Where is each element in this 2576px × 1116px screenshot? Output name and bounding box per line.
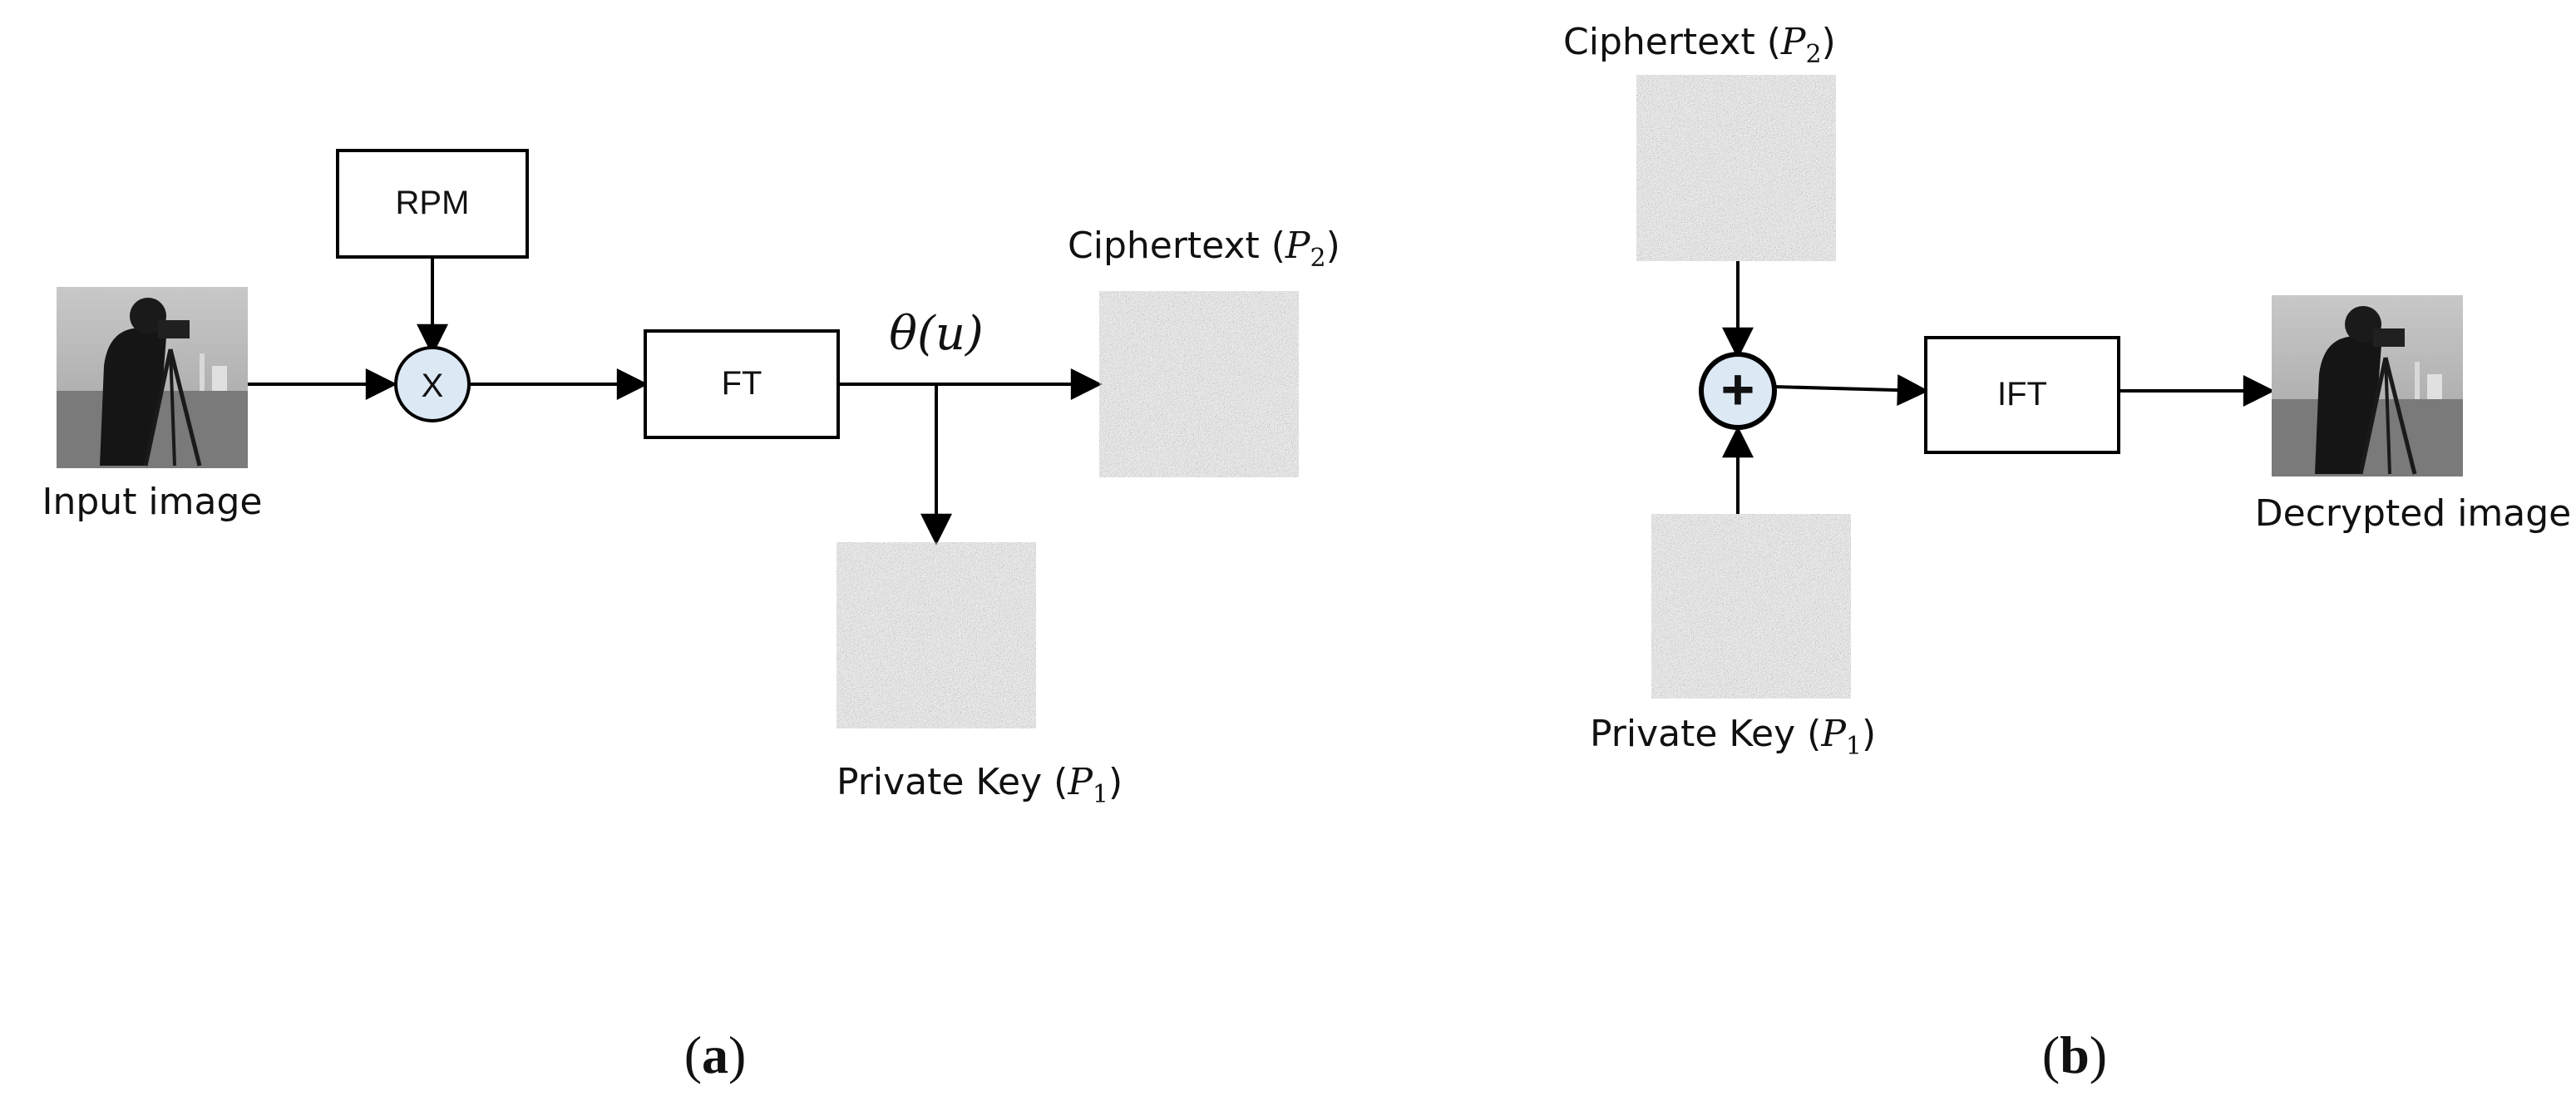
ift-label: IFT (1997, 376, 2047, 412)
arrow-add-to-ift (1774, 374, 1929, 407)
decrypted-image-label: Decrypted image (2255, 492, 2572, 535)
decrypted-image (2272, 295, 2463, 477)
ciphertext-label-b: Ciphertext (P2) (1563, 21, 1836, 69)
private-key-label-a: Private Key (P1) (836, 761, 1123, 809)
ft-label: FT (722, 365, 762, 402)
rpm-label: RPM (396, 185, 470, 221)
private-key-label-b: Private Key (P1) (1590, 713, 1876, 761)
ciphertext-image-a (1099, 291, 1299, 477)
ciphertext-label-a: Ciphertext (P2) (1068, 225, 1340, 273)
input-image-label: Input image (42, 481, 263, 523)
rpm-box (336, 149, 529, 259)
multiply-symbol: X (422, 368, 444, 404)
add-symbol: + (1721, 357, 1755, 422)
input-image (57, 287, 248, 468)
panel-label-a: (a) (684, 1025, 747, 1084)
ift-box (1924, 336, 2120, 454)
panel-b: Ciphertext (P2) + Private Key (P1) IFT (1563, 21, 2571, 1084)
ciphertext-image-b (1636, 75, 1836, 261)
panel-a: Input image RPM X FT θ(u) Ciphertext (P2… (42, 149, 1340, 1084)
theta-label: θ(u) (889, 307, 983, 361)
private-key-image-b (1651, 514, 1851, 699)
private-key-image-a (836, 542, 1036, 728)
panel-label-b: (b) (2042, 1025, 2107, 1084)
